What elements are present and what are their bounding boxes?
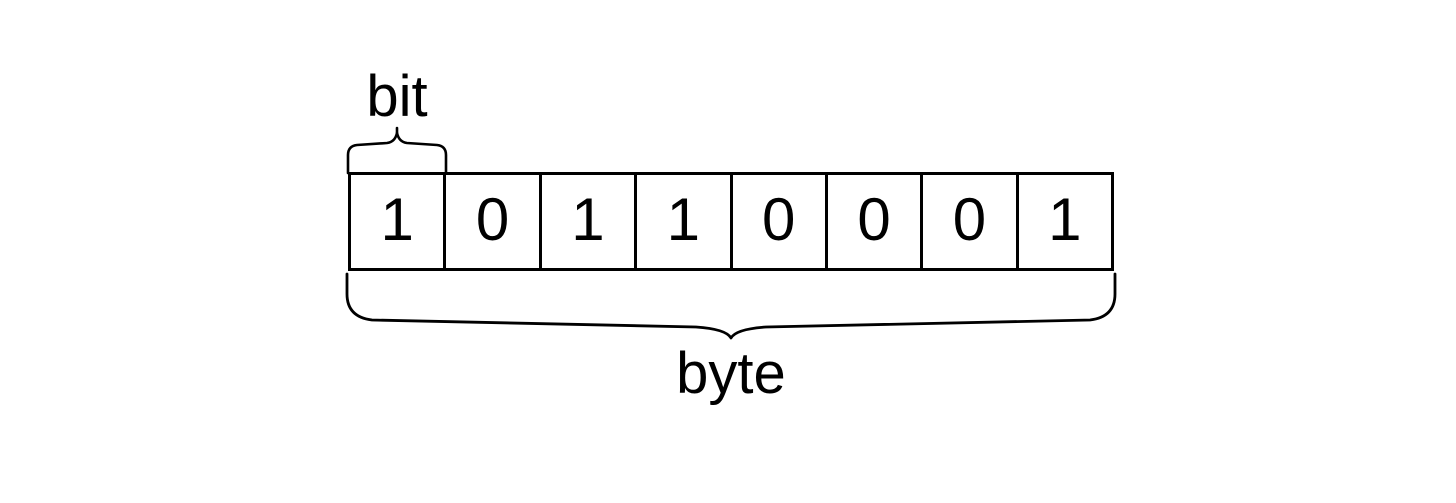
bit-cell[interactable]: 0 xyxy=(446,175,542,268)
bit-value: 1 xyxy=(666,185,700,253)
bit-value: 0 xyxy=(475,185,510,253)
bit-value: 1 xyxy=(571,185,605,253)
bit-cell[interactable]: 1 xyxy=(541,175,638,268)
bit-cell[interactable]: 1 xyxy=(1018,175,1111,268)
bit-cell[interactable]: 1 xyxy=(351,175,447,268)
bit-value: 0 xyxy=(762,185,796,253)
bit-cell[interactable]: 0 xyxy=(923,175,1019,268)
byte-brace-icon xyxy=(345,272,1117,340)
bit-cell[interactable]: 0 xyxy=(827,175,924,268)
bit-brace-icon xyxy=(346,126,448,175)
bit-value: 0 xyxy=(952,185,987,253)
byte-label: byte xyxy=(676,341,786,406)
bit-value: 1 xyxy=(380,185,414,253)
byte-brace xyxy=(344,272,1118,340)
bit-cell[interactable]: 1 xyxy=(637,175,733,268)
bit-cell[interactable]: 0 xyxy=(732,175,828,268)
bit-label: bit xyxy=(366,64,428,129)
bit-value: 1 xyxy=(1048,185,1082,253)
bit-brace xyxy=(345,126,449,175)
byte-grid: 1 0 1 1 0 0 0 1 xyxy=(348,172,1114,271)
bit-value: 0 xyxy=(857,185,891,253)
